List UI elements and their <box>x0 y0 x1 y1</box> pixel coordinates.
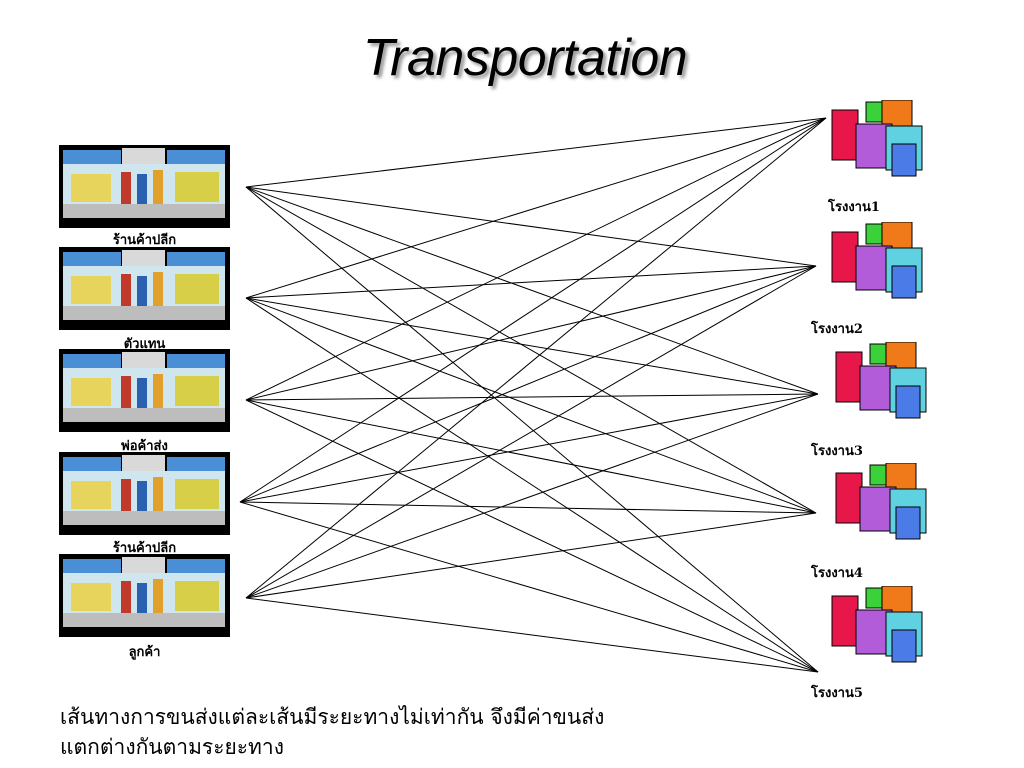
caption-line: เส้นทางการขนส่งแต่ละเส้นมีระยะทางไม่เท่า… <box>60 705 605 729</box>
route-line <box>245 265 817 299</box>
route-line <box>239 265 817 503</box>
route-line <box>245 117 827 188</box>
caption-line: แตกต่างกันตามระยะทาง <box>60 735 284 759</box>
store-label: ตัวแทน <box>123 337 166 352</box>
store-icon <box>59 247 230 330</box>
store-label: พ่อค้าส่ง <box>121 439 168 454</box>
route-line <box>245 393 819 401</box>
route-line <box>245 265 817 599</box>
factory-icon <box>835 342 927 419</box>
store-label: ร้านค้าปลีก <box>112 541 177 556</box>
route-line <box>245 297 819 395</box>
store-label: ลูกค้า <box>128 645 161 660</box>
route-line <box>245 597 819 673</box>
route-line <box>239 117 827 503</box>
factory-label: โรงงาน3 <box>811 444 863 459</box>
route-line <box>245 117 827 599</box>
factory-icon <box>831 222 923 299</box>
route-line <box>239 501 819 673</box>
factory-icon <box>831 586 923 663</box>
store-icon <box>59 145 230 228</box>
route-line <box>245 297 819 673</box>
route-line <box>245 117 827 401</box>
factory-label: โรงงาน5 <box>811 686 863 701</box>
store-icon <box>59 554 230 637</box>
route-line <box>245 297 817 514</box>
factory-label: โรงงาน1 <box>828 200 880 215</box>
store-icon <box>59 349 230 432</box>
slide-title: Transportation <box>362 29 688 87</box>
route-line <box>245 512 817 599</box>
route-line <box>245 186 819 395</box>
store-icon <box>59 452 230 535</box>
route-line <box>245 117 827 299</box>
route-line <box>245 186 819 673</box>
route-line <box>245 265 817 401</box>
route-line <box>245 393 819 599</box>
store-label: ร้านค้าปลีก <box>112 233 177 248</box>
route-line <box>245 186 817 267</box>
caption: เส้นทางการขนส่งแต่ละเส้นมีระยะทางไม่เท่า… <box>60 702 960 762</box>
route-line <box>245 399 819 673</box>
factory-icon <box>835 463 927 540</box>
route-line <box>245 186 817 514</box>
route-line <box>239 393 819 503</box>
route-line <box>245 399 817 514</box>
factory-label: โรงงาน2 <box>811 322 863 337</box>
route-line <box>239 501 817 514</box>
factory-label: โรงงาน4 <box>811 566 863 581</box>
factory-icon <box>831 100 923 177</box>
